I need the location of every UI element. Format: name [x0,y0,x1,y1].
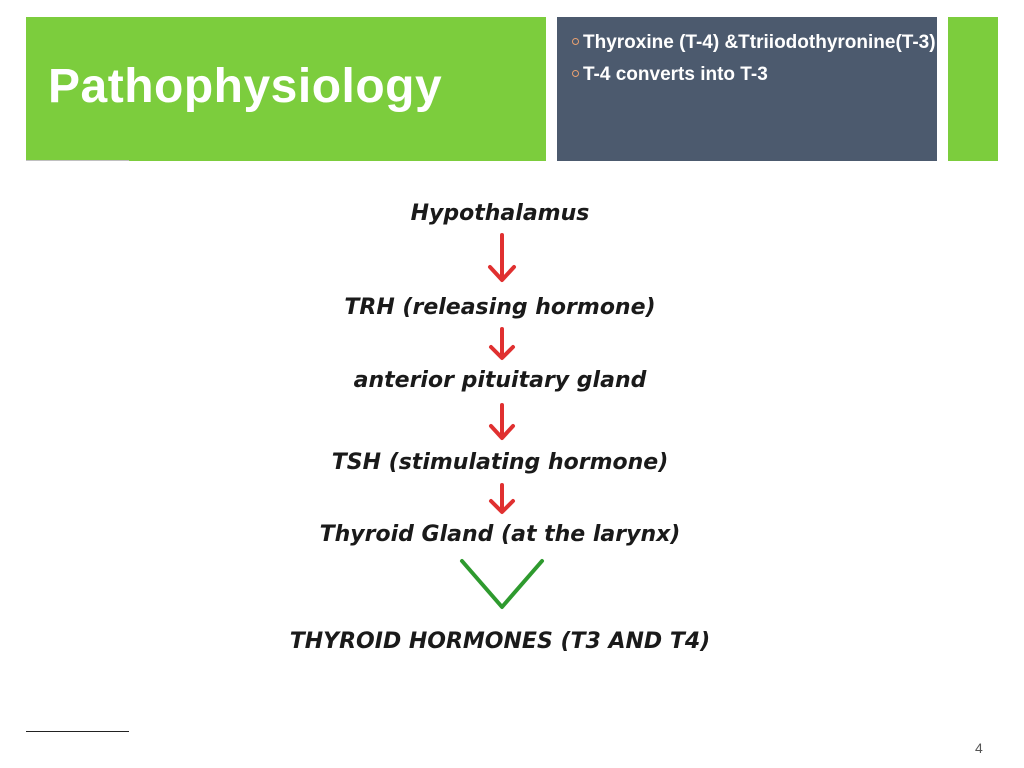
title-panel: Pathophysiology [26,17,546,161]
green-chevron-down-icon [460,559,544,609]
footer-line [26,731,129,732]
circle-bullet-icon [572,70,579,77]
bullet-text: Thyroxine (T-4) &Ttriiodothyronine(T-3) [583,32,936,53]
page-number: 4 [975,740,983,756]
info-panel: Thyroxine (T-4) &Ttriiodothyronine(T-3) … [557,17,937,161]
accent-bar [948,17,998,161]
down-arrow-icon [489,403,515,440]
slide-title: Pathophysiology [48,60,443,113]
bullet-list: Thyroxine (T-4) &Ttriiodothyronine(T-3) … [557,17,937,89]
flow-node-thyroid-hormones: THYROID HORMONES (T3 AND T4) [289,629,711,654]
flow-node-thyroid-gland: Thyroid Gland (at the larynx) [319,522,681,547]
flow-node-tsh: TSH (stimulating hormone) [331,450,669,475]
bullet-text: T-4 converts into T-3 [583,64,768,85]
flow-node-trh: TRH (releasing hormone) [344,295,656,320]
flow-node-anterior-pituitary: anterior pituitary gland [353,368,647,393]
hormone-flow-diagram: Hypothalamus TRH (releasing hormone) ant… [240,195,760,665]
bullet-item: Thyroxine (T-4) &Ttriiodothyronine(T-3) [572,29,937,57]
down-arrow-icon [489,327,515,360]
down-arrow-icon [489,483,515,514]
bullet-item: T-4 converts into T-3 [572,61,937,89]
divider-line [26,160,129,161]
down-arrow-icon [488,233,516,282]
circle-bullet-icon [572,38,579,45]
flow-node-hypothalamus: Hypothalamus [410,201,590,226]
